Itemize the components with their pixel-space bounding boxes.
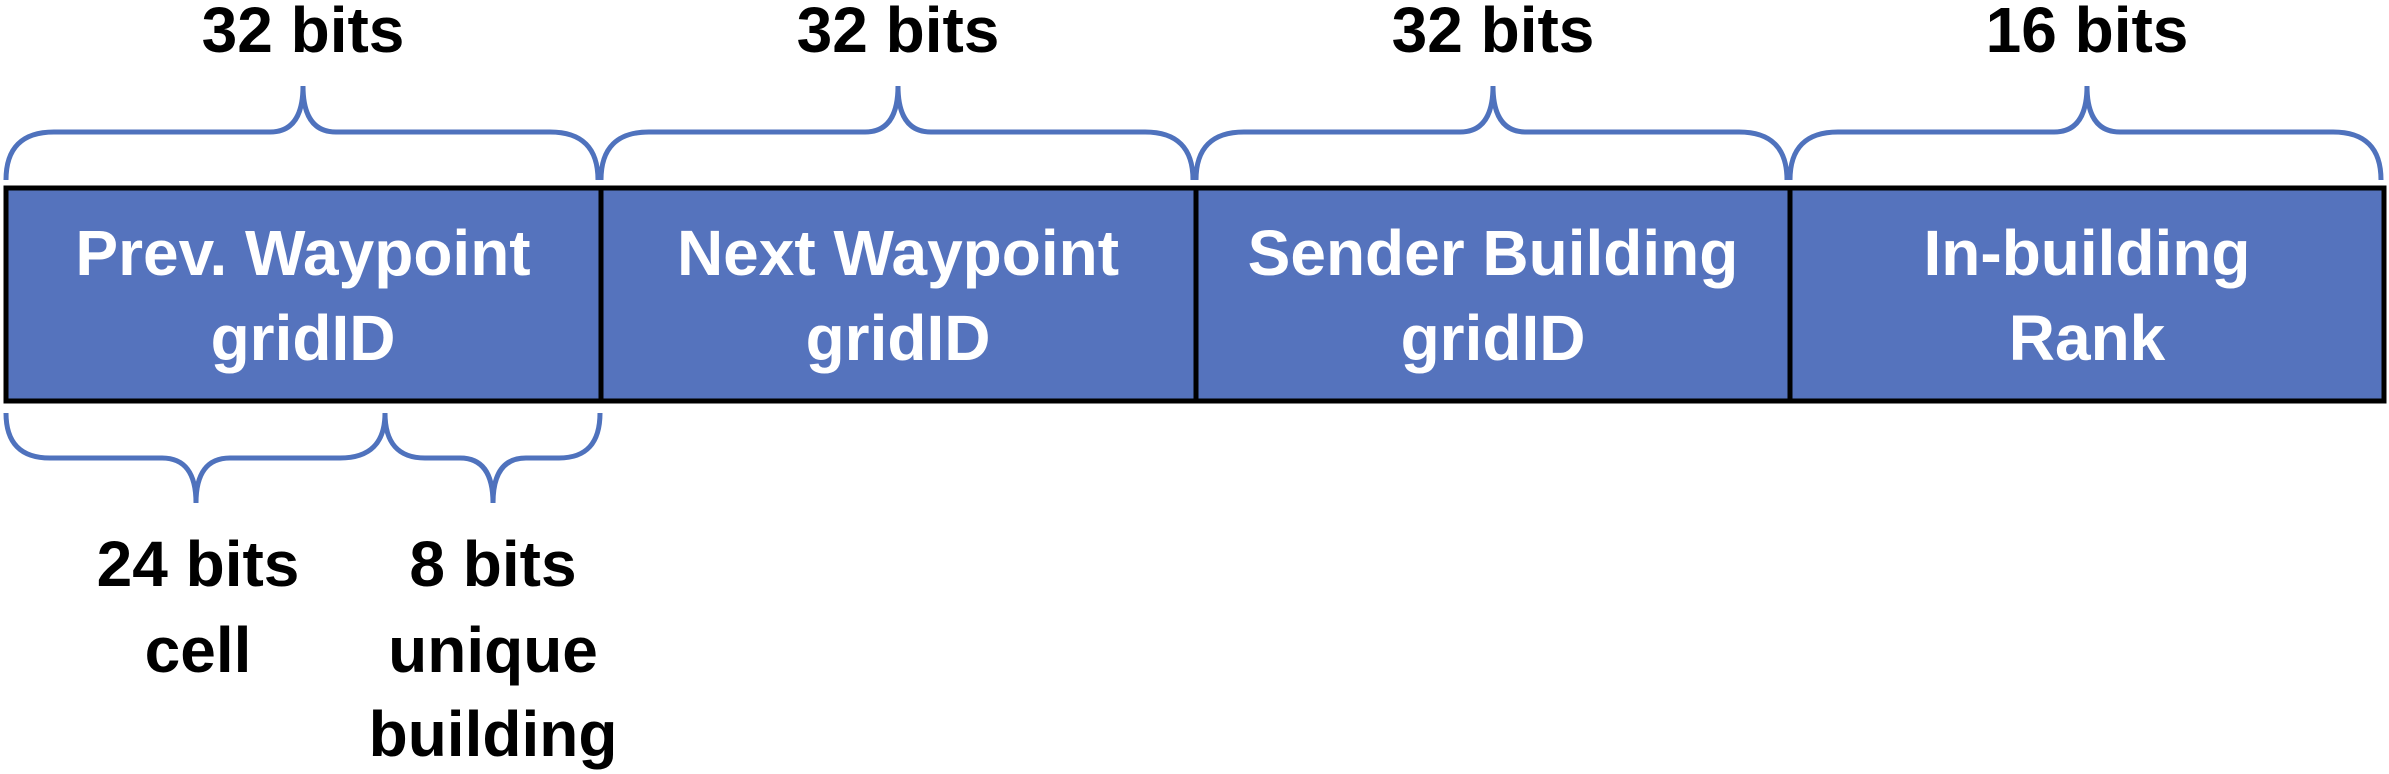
field-3-name-line2: gridID xyxy=(1401,302,1586,374)
field-3-brace xyxy=(1193,85,1790,181)
field-4-bits-label: 16 bits xyxy=(1986,0,2189,66)
field-3-bits-label: 32 bits xyxy=(1392,0,1595,66)
field-4-box xyxy=(1787,185,2387,404)
field-1-name-line2: gridID xyxy=(211,302,396,374)
subfield-2-name-line1: unique xyxy=(388,614,598,686)
field-2-bits-label: 32 bits xyxy=(797,0,1000,66)
subfield-2-brace xyxy=(382,412,603,504)
field-2-brace xyxy=(598,85,1196,181)
field-4-name-line2: Rank xyxy=(2009,302,2166,374)
field-1-name-line1: Prev. Waypoint xyxy=(75,217,530,289)
field-1-box xyxy=(3,185,604,404)
subfield-2-name-line2: building xyxy=(369,698,618,770)
field-1-bits-label: 32 bits xyxy=(202,0,405,66)
field-1-brace xyxy=(3,85,601,181)
field-2-box xyxy=(598,185,1199,404)
subfield-1-name: cell xyxy=(145,614,252,686)
field-2-name-line2: gridID xyxy=(806,302,991,374)
subfield-2-bits-label: 8 bits xyxy=(409,528,576,600)
field-3-box xyxy=(1193,185,1793,404)
field-4-name-line1: In-building xyxy=(1924,217,2251,289)
field-3-name-line1: Sender Building xyxy=(1248,217,1739,289)
subfield-1-brace xyxy=(3,412,388,504)
field-4-brace xyxy=(1787,85,2384,181)
subfield-1-bits-label: 24 bits xyxy=(97,528,300,600)
field-2-name-line1: Next Waypoint xyxy=(677,217,1119,289)
